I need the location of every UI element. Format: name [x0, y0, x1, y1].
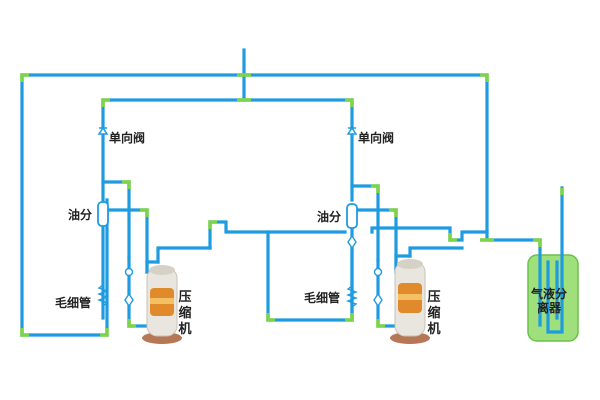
- check-valve-right-label: 单向阀: [358, 131, 395, 145]
- compressor-left: [142, 265, 182, 344]
- joint: [345, 313, 354, 322]
- compressor-right-label: 压缩机: [427, 290, 441, 337]
- capillary-left-icon: [97, 284, 109, 307]
- joint: [100, 328, 109, 337]
- pipe-right-oil-mid: [352, 208, 398, 274]
- joint: [20, 73, 29, 82]
- joint: [533, 238, 542, 247]
- pipe-left-disch: [145, 260, 160, 274]
- check-valve-right: [346, 126, 358, 135]
- filter-left-2: [124, 292, 134, 308]
- pipe-right-to-sep: [408, 246, 464, 258]
- pipe-left-suction: [156, 246, 212, 264]
- compressor-right: [390, 259, 430, 344]
- pipe-sep-inner-left: [546, 186, 564, 334]
- check-valve-left-label: 单向阀: [109, 131, 146, 145]
- joint: [101, 98, 110, 107]
- check-valve-left-icon: [97, 126, 109, 135]
- filter-left-1: [124, 267, 134, 277]
- joint: [376, 319, 385, 328]
- joint: [345, 98, 354, 107]
- joint: [448, 233, 457, 242]
- compressor-left-label: 压缩机: [178, 290, 192, 337]
- pipe-left-oil-return: [127, 256, 149, 328]
- oil-separator-left-icon: [97, 201, 109, 227]
- oil-separator-left-label: 油分: [68, 208, 93, 222]
- pipe-outer-bottom: [20, 198, 109, 337]
- filter-right-1: [373, 267, 383, 277]
- gas-liquid-separator-label: 气液分离器: [530, 287, 567, 315]
- pipe-mid-box: [266, 230, 354, 322]
- joint: [127, 319, 136, 328]
- joint: [389, 208, 398, 217]
- check-valve-right-icon: [346, 126, 358, 135]
- joint: [20, 328, 29, 337]
- joint: [371, 184, 380, 193]
- capillary-right-label: 毛细管: [304, 291, 341, 305]
- oil-separator-right-label: 油分: [317, 210, 342, 224]
- check-valve-left: [97, 126, 109, 135]
- pipe-inner-header: [101, 98, 354, 132]
- capillary-right-icon: [346, 285, 358, 308]
- joint: [480, 73, 489, 82]
- joint: [140, 208, 149, 217]
- filter-mid: [347, 234, 357, 250]
- pipe-right-suction: [370, 226, 489, 242]
- joint: [122, 180, 131, 189]
- pipe-crossover: [208, 220, 347, 250]
- pipe-outer-loop: [20, 73, 542, 337]
- joint: [208, 220, 217, 229]
- filter-right-2: [373, 292, 383, 308]
- pipe-left-oil-mid: [103, 208, 149, 274]
- pipe-joints: [20, 73, 564, 337]
- oil-separator-right-icon: [346, 203, 358, 229]
- capillary-left-label: 毛细管: [55, 296, 92, 310]
- joint: [266, 313, 275, 322]
